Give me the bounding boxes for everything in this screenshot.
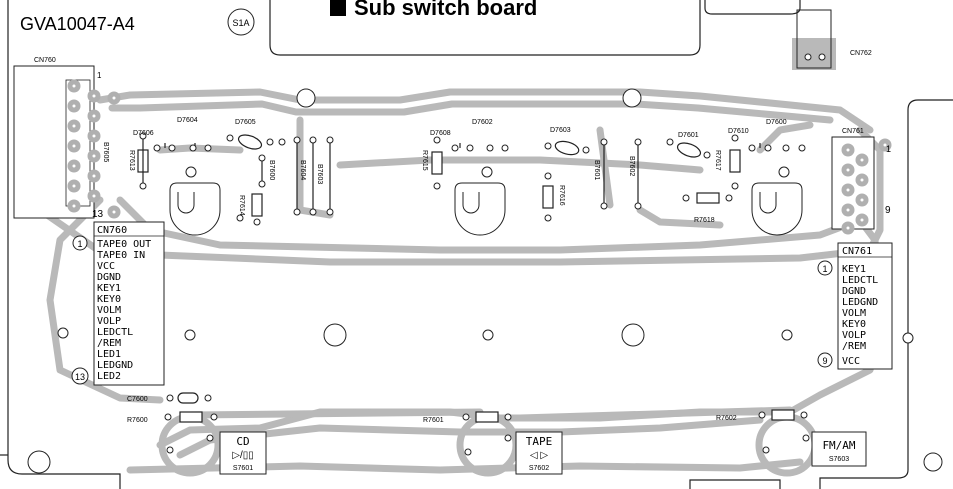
cn760-pin-2: TAPE0 IN xyxy=(97,250,145,261)
cn761-connector xyxy=(831,136,892,235)
cn761-pin-legend: CN761 KEY1 LEDCTL DGND LEDGND VOLM KEY0 … xyxy=(817,242,893,370)
board-marker: S1A xyxy=(232,18,249,28)
switch-s7602-ref: S7602 xyxy=(529,465,549,472)
label-d7603: D7603 xyxy=(550,127,571,134)
cn761-pin-7: VOLP xyxy=(842,330,866,341)
label-d7606: D7606 xyxy=(133,130,154,137)
cn760-last-marker: 13 xyxy=(75,372,85,382)
label-b7603: B7603 xyxy=(316,164,323,184)
cn760-pin-13: LED2 xyxy=(97,371,121,382)
cn760-pin-10: /REM xyxy=(97,338,121,349)
cn761-pin-first: 1 xyxy=(886,144,891,154)
switch-s7602-symbol: ◁ ▷ xyxy=(530,450,548,461)
board-code: GVA10047-A4 xyxy=(20,14,135,34)
switch-s7603-ref: S7603 xyxy=(829,456,849,463)
cn760-pin-3: VCC xyxy=(97,261,115,272)
label-d7600: D7600 xyxy=(766,119,787,126)
cn760-pin-6: KEY0 xyxy=(97,294,121,305)
jumper-wires xyxy=(142,139,639,209)
cn761-pin-2: LEDCTL xyxy=(842,275,878,286)
cn761-pin-8: /REM xyxy=(842,341,866,352)
switch-s7601-label: CD xyxy=(236,435,249,448)
switch-s7603-label: FM/AM xyxy=(822,439,855,452)
title-square-icon xyxy=(330,0,346,16)
cn760-ref: CN760 xyxy=(34,57,56,64)
cn760-pin-4: DGND xyxy=(97,272,121,283)
label-b7605: B7605 xyxy=(102,142,109,162)
cn761-pin-5: VOLM xyxy=(842,308,866,319)
cn761-pin-1: KEY1 xyxy=(842,264,866,275)
label-r7617: R7617 xyxy=(714,150,721,171)
cn762-connector xyxy=(792,9,836,70)
cn760-pin-9: LEDCTL xyxy=(97,327,133,338)
cn760-pin-12: LEDGND xyxy=(97,360,133,371)
label-r7614: R7614 xyxy=(238,195,245,216)
led-diodes xyxy=(164,134,761,158)
mounting-holes xyxy=(27,88,943,474)
cn761-pin-6: KEY0 xyxy=(842,319,866,330)
cn760-pin-first: 1 xyxy=(97,71,102,80)
cn760-pin-5: KEY1 xyxy=(97,283,121,294)
pads xyxy=(139,132,810,456)
label-r7602: R7602 xyxy=(716,415,737,422)
cn760-connector xyxy=(13,65,121,219)
switch-s7603: FM/AM S7603 xyxy=(811,431,867,467)
label-c7600: C7600 xyxy=(127,396,148,403)
cn760-pin-legend: CN760 TAPE0 OUT TAPE0 IN VCC DGND KEY1 K… xyxy=(71,221,165,386)
label-r7600: R7600 xyxy=(127,417,148,424)
cn760-first-marker: 1 xyxy=(77,239,82,249)
cn760-pin-1: TAPE0 OUT xyxy=(97,239,151,250)
cn762-ref: CN762 xyxy=(850,50,872,57)
cn761-legend-title: CN761 xyxy=(842,246,872,257)
cn761-pin-4: LEDGND xyxy=(842,297,878,308)
label-d7601: D7601 xyxy=(678,132,699,139)
cn761-first-marker: 1 xyxy=(822,264,827,274)
cn760-pin-8: VOLP xyxy=(97,316,121,327)
label-r7615: R7615 xyxy=(421,150,428,171)
label-d7605: D7605 xyxy=(235,119,256,126)
switch-s7602: TAPE ◁ ▷ S7602 xyxy=(515,431,563,475)
board-marker-outline xyxy=(227,8,255,36)
cn761-ref: CN761 xyxy=(842,128,864,135)
switch-s7601-symbol: ▷/▯▯ xyxy=(232,450,253,461)
switch-s7601-ref: S7601 xyxy=(233,465,253,472)
led-cutouts xyxy=(169,182,803,236)
label-r7616: R7616 xyxy=(558,185,565,206)
label-b7600: B7600 xyxy=(268,160,275,180)
label-d7608: D7608 xyxy=(430,130,451,137)
cn761-last-marker: 9 xyxy=(822,356,827,366)
label-d7602: D7602 xyxy=(472,119,493,126)
switch-s7602-label: TAPE xyxy=(526,435,553,448)
label-r7618: R7618 xyxy=(694,217,715,224)
cn760-legend-title: CN760 xyxy=(97,225,127,236)
cn761-pin-last: 9 xyxy=(885,205,891,216)
cn760-pin-7: VOLM xyxy=(97,305,121,316)
cn761-pin-3: DGND xyxy=(842,286,866,297)
cn761-pin-9: VCC xyxy=(842,356,860,367)
component-labels: D7606 D7604 D7605 D7608 D7602 D7603 D760… xyxy=(102,117,787,424)
label-r7613: R7613 xyxy=(128,150,135,171)
label-r7601: R7601 xyxy=(423,417,444,424)
cn760-pin-11: LED1 xyxy=(97,349,121,360)
page-title: Sub switch board xyxy=(354,0,537,20)
label-d7604: D7604 xyxy=(177,117,198,124)
label-b7604: B7604 xyxy=(299,160,306,180)
cn760-pin-last: 13 xyxy=(92,209,104,220)
passive-components xyxy=(137,149,795,423)
switch-s7601: CD ▷/▯▯ S7601 xyxy=(219,431,267,475)
label-d7610: D7610 xyxy=(728,128,749,135)
label-b7601: B7601 xyxy=(593,160,600,180)
label-b7602: B7602 xyxy=(628,156,635,176)
